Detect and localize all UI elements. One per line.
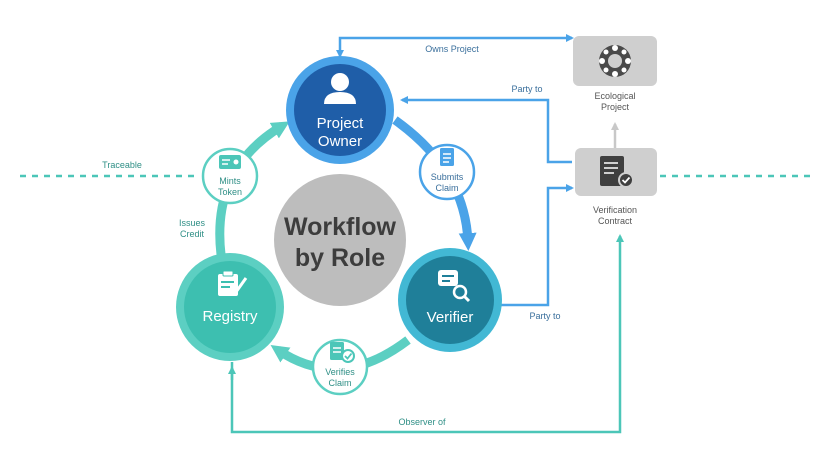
clipboard-edit-icon — [218, 270, 248, 296]
registry-label: Registry — [202, 308, 258, 325]
center-title-line1: Workflow — [284, 213, 397, 241]
mints-token-line1: Mints — [219, 176, 241, 186]
verification-contract-line1: Verification — [593, 205, 637, 215]
verification-contract-node[interactable] — [575, 148, 657, 196]
certificate-icon — [600, 156, 634, 188]
submits-claim-line1: Submits — [431, 172, 464, 182]
issues-credit-line2: Credit — [180, 229, 205, 239]
observer-of-label: Observer of — [398, 417, 446, 427]
community-globe-icon — [599, 45, 631, 77]
project-owner-label-line1: Project — [317, 115, 365, 132]
party-to-verifier-line — [500, 184, 574, 307]
party-to-verifier-label: Party to — [529, 311, 560, 321]
center-circle — [274, 174, 406, 306]
mints-token-step[interactable]: Mints Token — [201, 147, 259, 205]
observer-of-line — [230, 234, 624, 434]
verification-contract-line2: Contract — [598, 216, 633, 226]
owns-project-label: Owns Project — [425, 44, 479, 54]
submits-claim-line2: Claim — [435, 183, 458, 193]
center-title-line2: by Role — [295, 244, 385, 272]
verifies-claim-line1: Verifies — [325, 367, 355, 377]
document-check-icon — [330, 342, 355, 363]
ecological-project-line1: Ecological — [594, 91, 635, 101]
verifies-claim-line2: Claim — [328, 378, 351, 388]
ecological-project-node[interactable] — [573, 36, 657, 86]
owns-project-line — [336, 36, 560, 58]
registry-node[interactable]: Registry — [176, 253, 284, 361]
submits-claim-step[interactable]: Submits Claim — [418, 143, 476, 201]
magnifier-document-icon — [438, 270, 471, 303]
party-to-owner-line — [400, 96, 572, 164]
issues-credit-line1: Issues — [179, 218, 206, 228]
ecological-project-line2: Project — [601, 102, 630, 112]
verifier-label: Verifier — [427, 309, 474, 326]
project-owner-label-line2: Owner — [318, 133, 362, 150]
party-to-owner-label: Party to — [511, 84, 542, 94]
project-owner-node[interactable]: Project Owner — [286, 56, 394, 164]
verifies-claim-step[interactable]: Verifies Claim — [311, 338, 369, 396]
verifier-node[interactable]: Verifier — [398, 248, 502, 352]
person-icon — [324, 73, 356, 104]
traceable-label: Traceable — [102, 160, 142, 170]
token-card-icon — [219, 155, 241, 169]
document-icon — [440, 148, 454, 166]
mints-token-line2: Token — [218, 187, 242, 197]
